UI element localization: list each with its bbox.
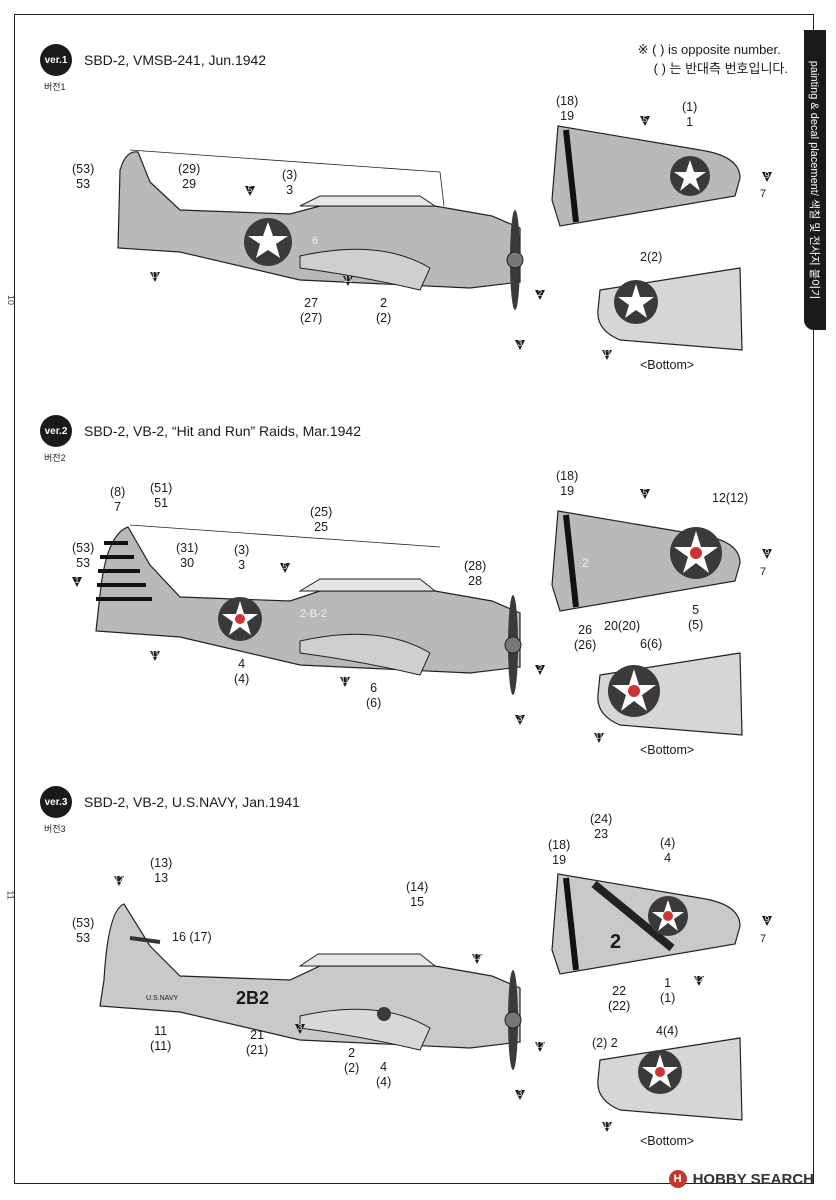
navy-marking: U.S.NAVY [146, 995, 178, 1002]
callout-tail: (8) 7 [110, 485, 126, 514]
svg-text:2: 2 [582, 556, 589, 570]
svg-text:9: 9 [765, 171, 770, 180]
callout-tail: 16 (17) [172, 930, 212, 944]
version-badge-ko: 버전2 [44, 453, 66, 463]
svg-text:7: 7 [760, 933, 766, 945]
svg-text:9: 9 [765, 548, 770, 557]
version-badge: ver.3 [40, 786, 72, 818]
version-1-section: ver.1 버전1 SBD-2, VMSB-241, Jun.1942 6 5 … [0, 0, 836, 390]
section-title: SBD-2, VMSB-241, Jun.1942 [84, 52, 267, 68]
callout-nose: (28) 28 [464, 559, 487, 588]
watermark: H HOBBY SEARCH [668, 1170, 814, 1188]
callout-top-wing: (18) 19 [556, 469, 579, 498]
callout-underside: 21 (21) [246, 1028, 269, 1057]
svg-text:12: 12 [473, 953, 482, 962]
note-line-en: ※ ( ) is opposite number. [637, 42, 781, 57]
callout-top-wing: (18) 19 [556, 94, 579, 123]
version-badge: ver.2 [40, 415, 72, 447]
svg-text:7: 7 [760, 188, 766, 200]
callout-fuselage: (3) 3 [282, 168, 298, 197]
svg-text:11: 11 [595, 732, 604, 741]
callout-tail: (13) 13 [150, 856, 173, 885]
section-title: SBD-2, VB-2, U.S.NAVY, Jan.1941 [84, 794, 300, 810]
svg-text:5: 5 [643, 115, 648, 124]
svg-text:1: 1 [75, 576, 80, 585]
svg-text:11: 11 [151, 271, 160, 280]
callout-bottom-wing: 4(4) [656, 1024, 679, 1038]
svg-text:3: 3 [298, 1023, 303, 1032]
callout-wing: 4 (4) [376, 1060, 392, 1089]
bottom-view-label: <Bottom> [640, 1134, 695, 1148]
callout-underside: 4 (4) [234, 657, 250, 686]
svg-text:5: 5 [643, 488, 648, 497]
callout-tail: (29) 29 [178, 162, 201, 191]
aircraft-drawing-v3: 2B2 U.S.NAVY 12 12 3 12 3 2 9 12 7 11 [99, 873, 772, 1132]
callout-underside: 11 (11) [150, 1024, 172, 1053]
fuselage-code: 2-B-2 [300, 608, 327, 620]
svg-text:5: 5 [248, 185, 253, 194]
callout-wing: 6 (6) [366, 681, 382, 710]
bottom-view-label: <Bottom> [640, 743, 695, 757]
callout-top-wing: (1) 1 [682, 100, 698, 129]
bottom-view-label: <Bottom> [640, 358, 695, 372]
callout-top-wing: 1 (1) [660, 976, 676, 1005]
callout-top-wing: 26 (26) [574, 623, 597, 652]
callout-top-wing: (4) 4 [660, 836, 676, 865]
callout-bottom-wing: 6(6) [640, 637, 663, 651]
note-line-ko: ( ) 는 반대측 번호입니다. [653, 61, 788, 76]
callout-tail: (53) 53 [72, 162, 95, 191]
callout-fuselage: (3) 3 [234, 543, 250, 572]
callout-top-wing: 5 (5) [688, 603, 704, 632]
callout-tail: (53) 53 [72, 541, 95, 570]
aircraft-drawing-v1: 6 5 11 11 2 3 5 9 7 11 [117, 115, 772, 360]
section-title: SBD-2, VB-2, “Hit and Run” Raids, Mar.19… [84, 423, 362, 439]
callout-tail: (53) 53 [72, 916, 95, 945]
svg-text:11: 11 [341, 676, 350, 685]
svg-text:12: 12 [695, 975, 704, 984]
callout-bottom-wing: 2(2) [640, 250, 663, 264]
version-badge-ko: 버전1 [44, 82, 66, 92]
callout-underside: 27 (27) [300, 296, 323, 325]
svg-text:2: 2 [538, 289, 543, 298]
fuselage-code: 2B2 [236, 988, 269, 1008]
svg-text:3: 3 [518, 714, 523, 723]
page-frame [14, 14, 814, 1184]
svg-text:11: 11 [603, 1121, 612, 1130]
svg-text:12: 12 [115, 875, 124, 884]
callout-top-wing: 22 (22) [608, 984, 631, 1013]
callout-tail: (31) 30 [176, 541, 199, 570]
callout-top-wing: 12(12) [712, 491, 749, 505]
svg-text:3: 3 [518, 339, 523, 348]
callout-wing: 2 (2) [344, 1046, 360, 1075]
svg-text:7: 7 [760, 566, 766, 578]
version-3-section: ver.3 버전3 SBD-2, VB-2, U.S.NAVY, Jan.194… [0, 770, 836, 1160]
callout-top-wing: (24) 23 [590, 812, 613, 841]
version-badge-ko: 버전3 [44, 824, 66, 834]
version-badge: ver.1 [40, 44, 72, 76]
callout-bottom-wing: 20(20) [604, 619, 641, 633]
opposite-number-note: ※ ( ) is opposite number. ( ) 는 반대측 번호입니… [638, 40, 788, 78]
fuselage-code: 6 [312, 235, 318, 247]
callout-bottom-wing: (2) 2 [592, 1036, 618, 1050]
version-2-section: ver.2 버전2 SBD-2, VB-2, “Hit and Run” Rai… [0, 385, 836, 775]
svg-text:11: 11 [344, 275, 353, 284]
side-tab: painting & decal placement/ 색칠 및 전사지 붙이기 [804, 30, 826, 330]
svg-text:12: 12 [536, 1041, 545, 1050]
svg-text:9: 9 [765, 915, 770, 924]
callout-top-wing: (18) 19 [548, 838, 571, 867]
svg-text:2: 2 [610, 931, 621, 953]
callout-fuselage: (25) 25 [310, 505, 333, 534]
callout-wing: 2 (2) [376, 296, 392, 325]
svg-text:2: 2 [538, 664, 543, 673]
callout-nose: (14) 15 [406, 880, 429, 909]
aircraft-drawing-v2: 2-B-2 1 5 11 11 2 3 2 5 9 7 11 [72, 488, 772, 743]
svg-text:11: 11 [151, 650, 160, 659]
svg-text:5: 5 [283, 562, 288, 571]
callout-tail: (51) 51 [150, 481, 173, 510]
hobby-search-logo-icon: H [668, 1170, 687, 1188]
svg-text:11: 11 [603, 349, 612, 358]
svg-text:3: 3 [518, 1089, 523, 1098]
